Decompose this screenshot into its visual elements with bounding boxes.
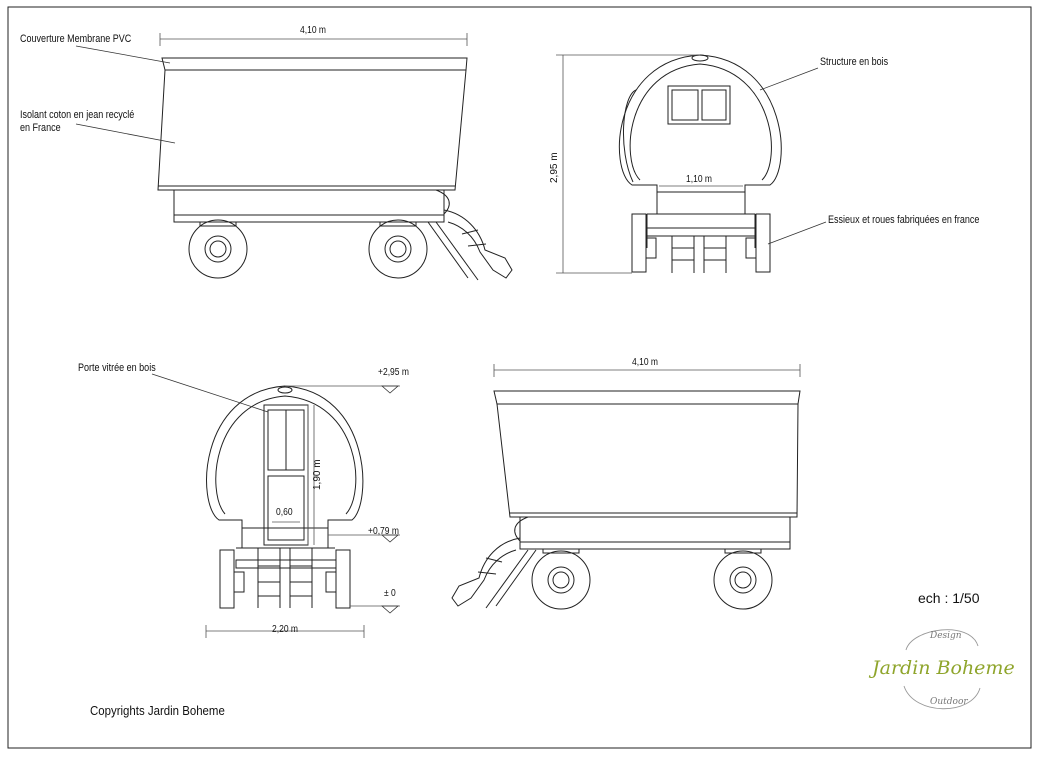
leader-structure: [759, 67, 819, 91]
dim-total-width: 2,20 m: [272, 624, 298, 635]
label-roof: Couverture Membrane PVC: [20, 33, 132, 45]
front-view-bottom: [206, 385, 364, 609]
leader-door: [151, 373, 269, 413]
label-structure: Structure en bois: [820, 56, 889, 68]
level-floor: +0,79 m: [368, 526, 399, 537]
scale-label: ech : 1/50: [918, 590, 980, 606]
label-axles: Essieux et roues fabriquées en france: [828, 214, 980, 226]
dim-height: 2,95 m: [549, 152, 560, 183]
leader-roof: [75, 45, 171, 64]
logo-name: Jardin Boheme: [872, 657, 1015, 679]
front-view-top: [618, 54, 782, 273]
level-ground: ± 0: [384, 588, 396, 599]
level-markers: [380, 385, 400, 614]
logo-top-text: Design: [930, 631, 962, 641]
dimension-lines-bottom-front: [205, 385, 400, 638]
label-insulation-2: en France: [20, 122, 61, 134]
side-view-top: [157, 57, 513, 281]
dim-door-height: 1,90 m: [312, 459, 323, 490]
dimension-line-top-length: [159, 33, 468, 46]
dimension-line-bottom-length: [493, 364, 801, 377]
dim-bottom-length: 4,10 m: [632, 357, 658, 368]
side-view-bottom: [451, 390, 801, 610]
dim-door-width: 0,60: [276, 507, 293, 518]
label-door: Porte vitrée en bois: [78, 362, 156, 374]
label-insulation-1: Isolant coton en jean recyclé: [20, 109, 135, 121]
leader-insulation: [75, 123, 176, 144]
drawing-frame: [7, 6, 1032, 749]
dim-top-length: 4,10 m: [300, 25, 326, 36]
leader-axles: [767, 221, 827, 245]
copyright-text: Copyrights Jardin Boheme: [90, 703, 225, 718]
dimension-line-height: [556, 54, 743, 274]
logo-emblem: [903, 629, 981, 710]
logo-bottom-text: Outdoor: [930, 697, 968, 707]
level-top: +2,95 m: [378, 367, 409, 378]
dim-inner-width: 1,10 m: [686, 174, 712, 185]
